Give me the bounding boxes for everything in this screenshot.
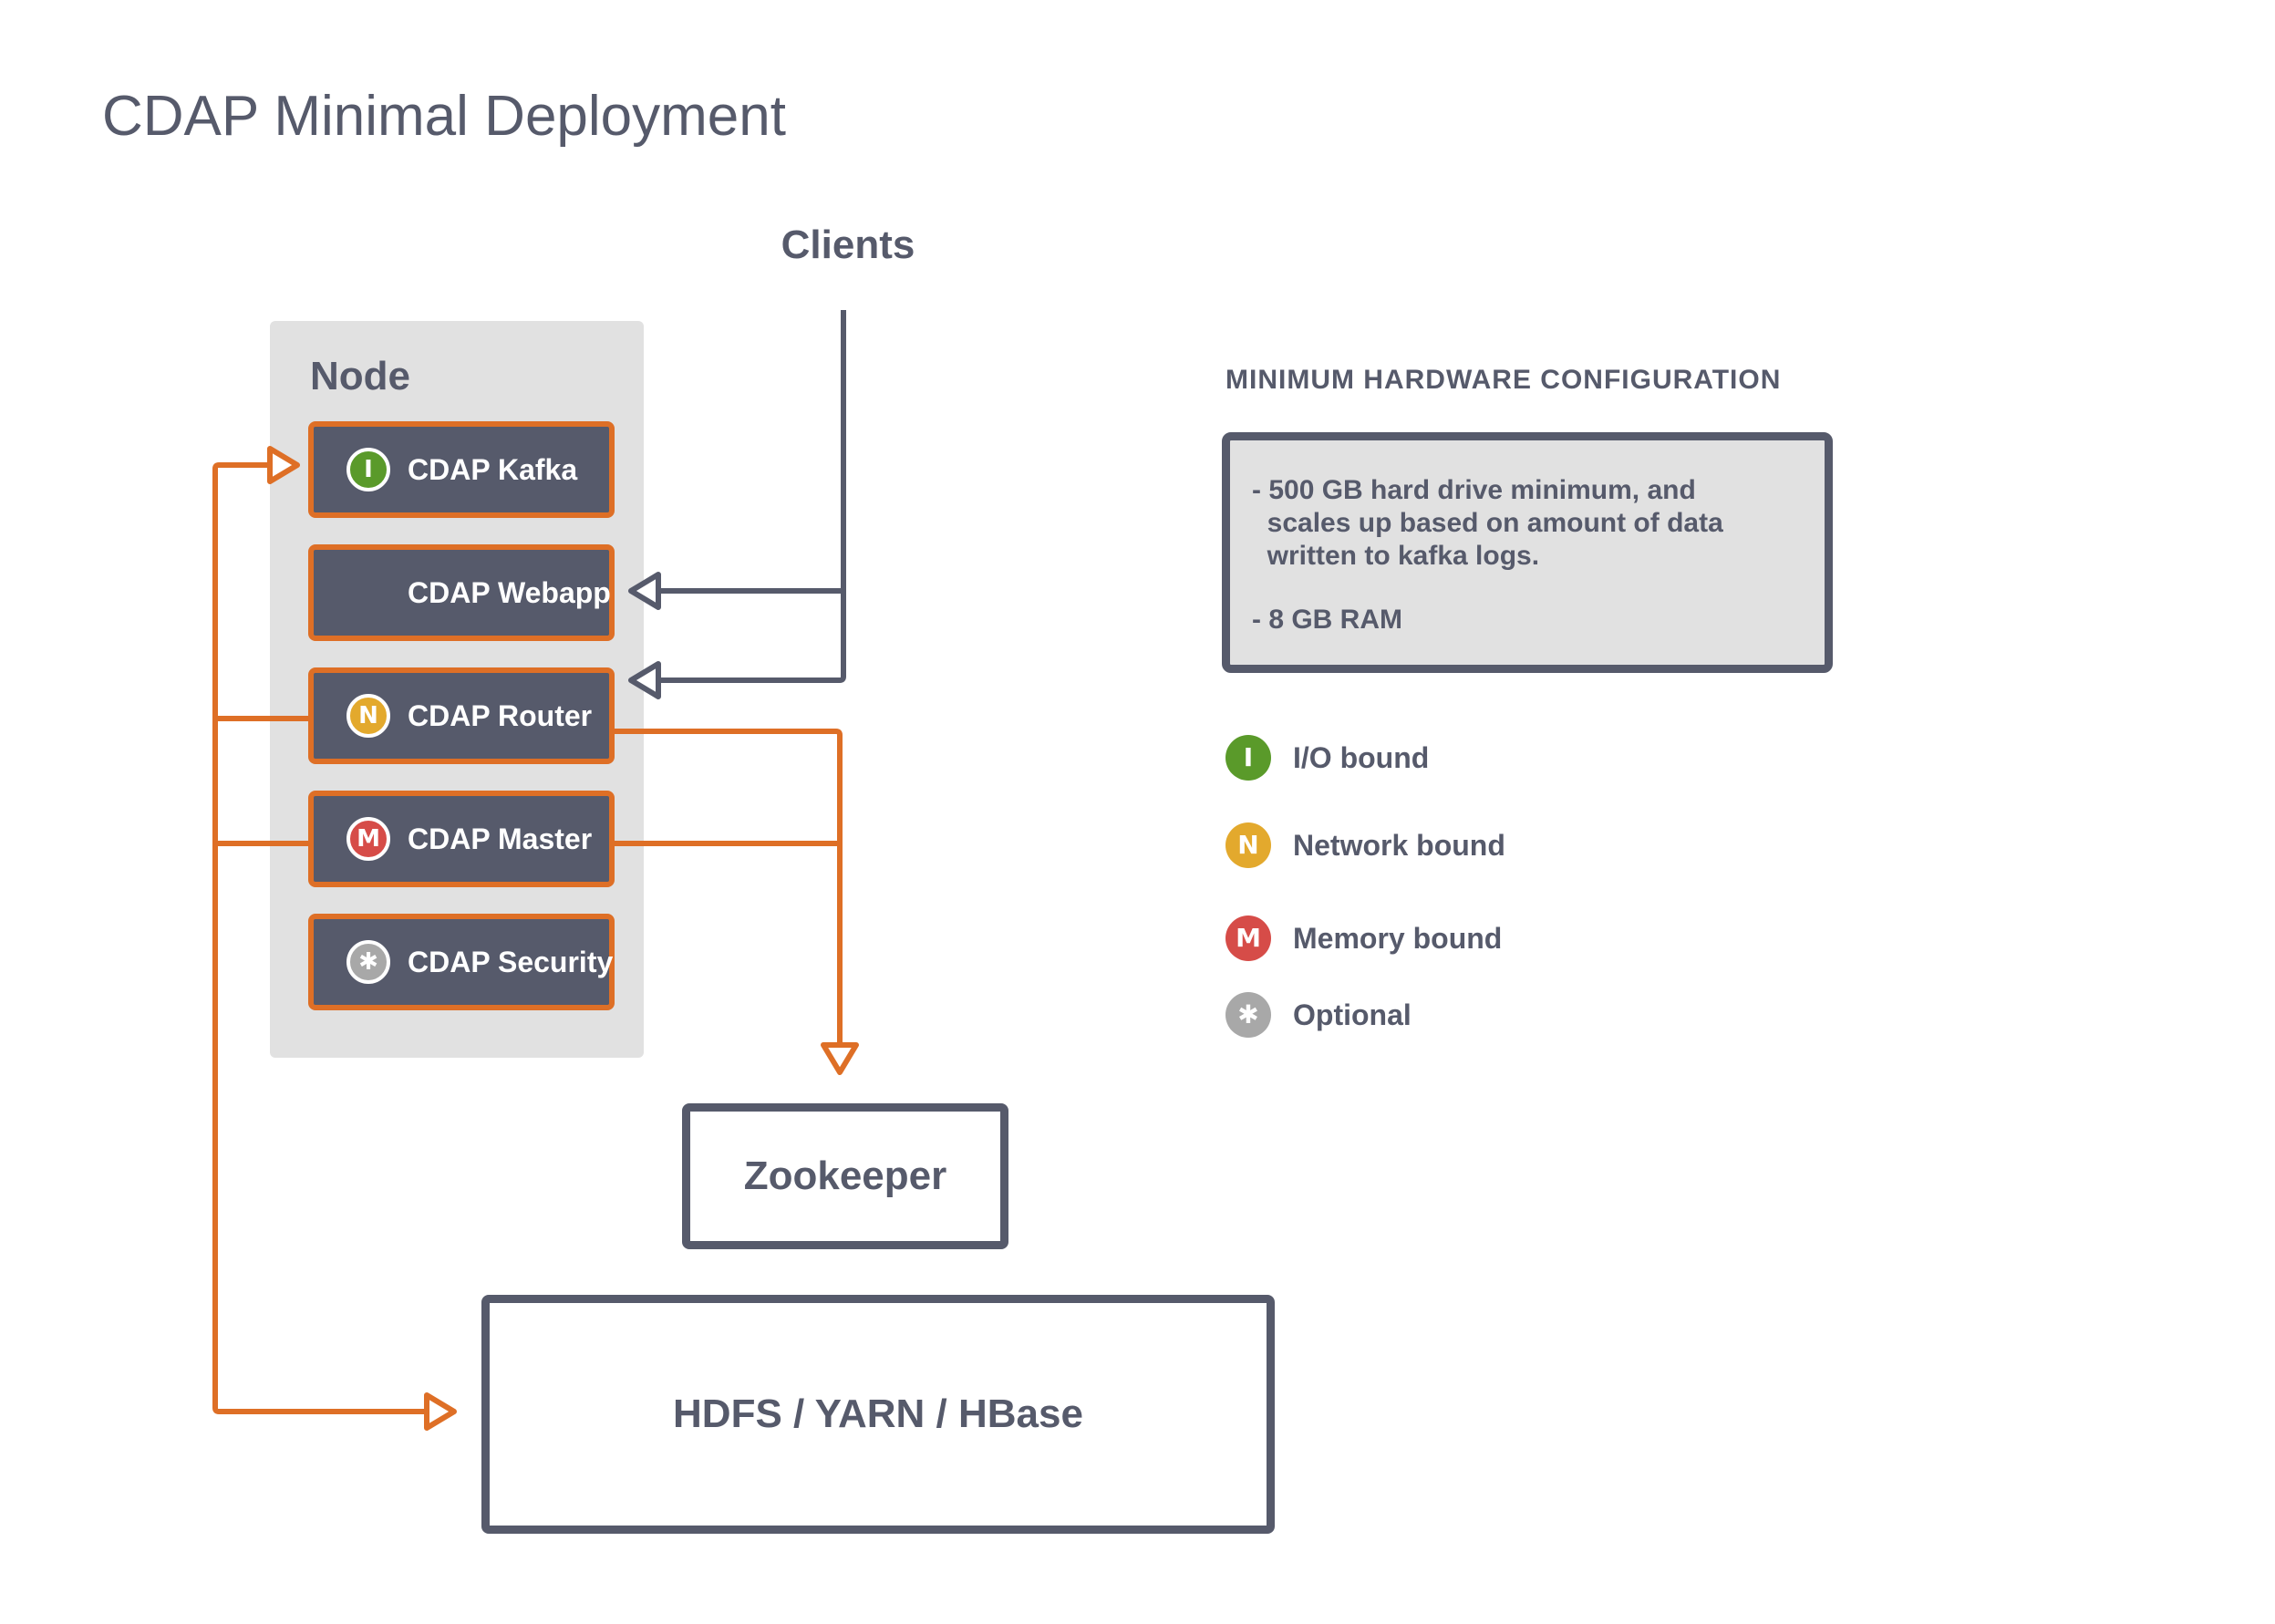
optional-asterisk-icon: ✱ (1225, 992, 1271, 1038)
clients-label: Clients (781, 222, 915, 267)
service-label: CDAP Kafka (408, 453, 578, 486)
arrowhead-icon (267, 446, 300, 484)
optional-asterisk-icon: ✱ (346, 940, 390, 984)
router-to-zookeeper-line (609, 729, 843, 1045)
memory-badge-icon: M (1225, 915, 1271, 961)
hardware-line: scales up based on amount of data (1252, 508, 1723, 538)
zookeeper-box (682, 1103, 1008, 1249)
zookeeper-label: Zookeeper (743, 1153, 947, 1198)
io-badge-icon: I (1225, 735, 1271, 781)
network-badge-icon: N (1225, 822, 1271, 868)
service-cdap-webapp: CDAP Webapp (308, 544, 615, 641)
legend-label: Network bound (1293, 829, 1505, 862)
memory-badge-icon: M (346, 817, 390, 861)
hardware-box: - 500 GB hard drive minimum, and scales … (1222, 432, 1833, 673)
service-cdap-kafka: I CDAP Kafka (308, 421, 615, 518)
hardware-line: - 8 GB RAM (1252, 605, 1402, 635)
arrowhead-icon (628, 661, 661, 699)
left-bus-line (212, 462, 433, 1414)
io-badge-icon: I (346, 448, 390, 491)
page-title: CDAP Minimal Deployment (102, 85, 786, 148)
hardware-title: MINIMUM HARDWARE CONFIGURATION (1225, 365, 1782, 395)
node-title: Node (310, 354, 410, 398)
legend-label: I/O bound (1293, 741, 1430, 774)
arrowhead-icon (424, 1392, 457, 1431)
arrowhead-icon (821, 1042, 859, 1075)
network-badge-icon: N (346, 694, 390, 738)
hardware-line: - 500 GB hard drive minimum, and (1252, 475, 1696, 505)
service-label: CDAP Webapp (408, 576, 611, 609)
service-cdap-router: N CDAP Router (308, 667, 615, 764)
service-cdap-master: M CDAP Master (308, 791, 615, 887)
service-label: CDAP Security (408, 946, 614, 978)
legend-label: Memory bound (1293, 922, 1503, 955)
legend-label: Optional (1293, 998, 1412, 1031)
service-label: CDAP Master (408, 822, 593, 855)
storage-label: HDFS / YARN / HBase (673, 1391, 1083, 1436)
service-cdap-security: ✱ CDAP Security (308, 914, 615, 1010)
clients-to-router-line (657, 310, 846, 683)
hardware-line: written to kafka logs. (1252, 541, 1540, 571)
service-label: CDAP Router (408, 699, 593, 732)
arrowhead-icon (628, 572, 661, 610)
storage-box (481, 1295, 1275, 1534)
